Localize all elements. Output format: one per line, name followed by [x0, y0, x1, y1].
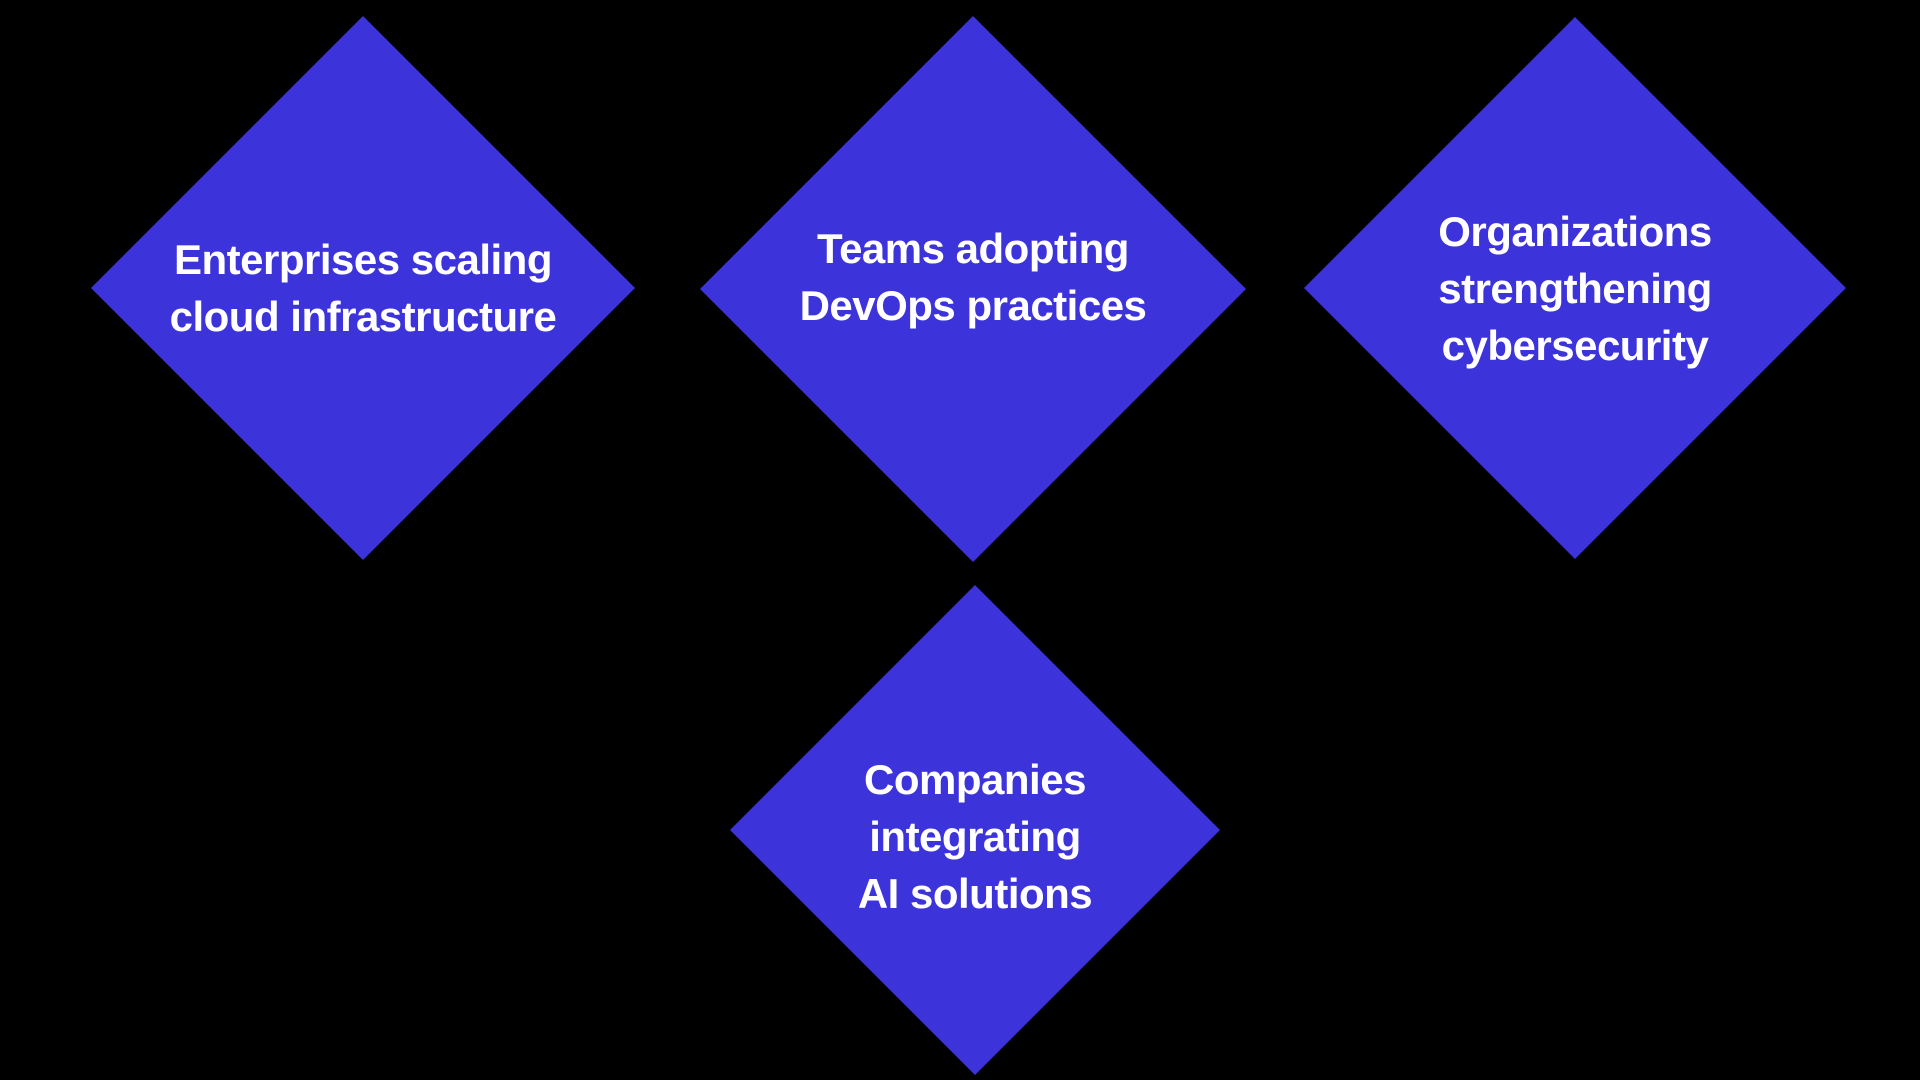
diamond-node-cloud-infrastructure: Enterprises scaling cloud infrastructure [91, 16, 635, 560]
node-label-line: Companies [864, 755, 1086, 803]
node-label-line: AI solutions [857, 869, 1093, 917]
node-label-line: cloud infrastructure [169, 293, 557, 340]
diamond-node-ai-solutions: Companies integrating AI solutions [730, 585, 1220, 1075]
node-label-cloud-infrastructure: Enterprises scaling cloud infrastructure [170, 231, 557, 345]
diamond-node-cybersecurity: Organizations strengthening cybersecurit… [1304, 17, 1846, 559]
node-label-line: integrating [869, 812, 1081, 860]
node-label-cybersecurity: Organizations strengthening cybersecurit… [1438, 203, 1712, 374]
node-label-line: cybersecurity [1441, 321, 1709, 369]
node-label-devops-practices: Teams adopting DevOps practices [800, 220, 1147, 334]
node-label-line: Enterprises scaling [173, 236, 552, 283]
node-label-line: Organizations [1438, 207, 1712, 255]
node-label-line: DevOps practices [799, 282, 1147, 329]
node-label-line: strengthening [1438, 264, 1712, 312]
diamond-node-devops-practices: Teams adopting DevOps practices [700, 16, 1246, 562]
node-label-line: Teams adopting [817, 225, 1129, 272]
node-label-ai-solutions: Companies integrating AI solutions [857, 751, 1093, 922]
